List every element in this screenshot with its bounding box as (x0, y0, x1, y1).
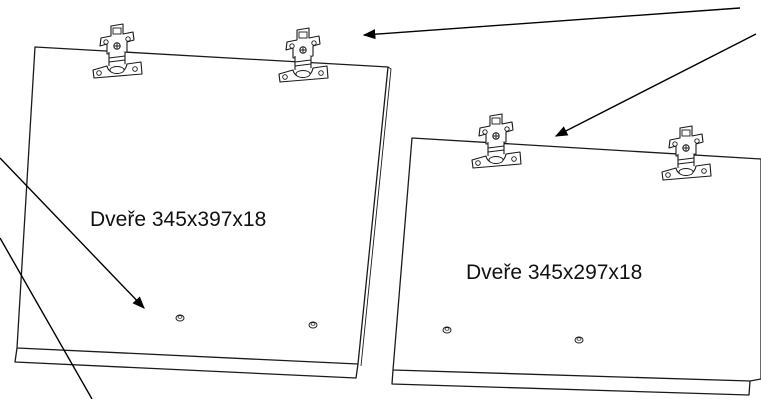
knob-large-right (308, 321, 318, 329)
door-large-label: Dveře 345x397x18 (90, 208, 266, 231)
arrow-to-hinge-small (554, 33, 757, 137)
leader-line-lower-left (0, 237, 93, 399)
door-panel-large (14, 46, 392, 379)
arrow-to-hinge-large (362, 7, 741, 40)
knob-large-left (175, 314, 185, 322)
door-small-label: Dveře 345x297x18 (466, 261, 642, 284)
knob-small-left (442, 326, 452, 334)
door-panel-small (391, 137, 761, 396)
hinge-small-left (471, 113, 522, 169)
knob-small-right (574, 336, 584, 344)
hinge-large-right (278, 27, 329, 83)
arrow-to-knob-large (0, 157, 145, 309)
